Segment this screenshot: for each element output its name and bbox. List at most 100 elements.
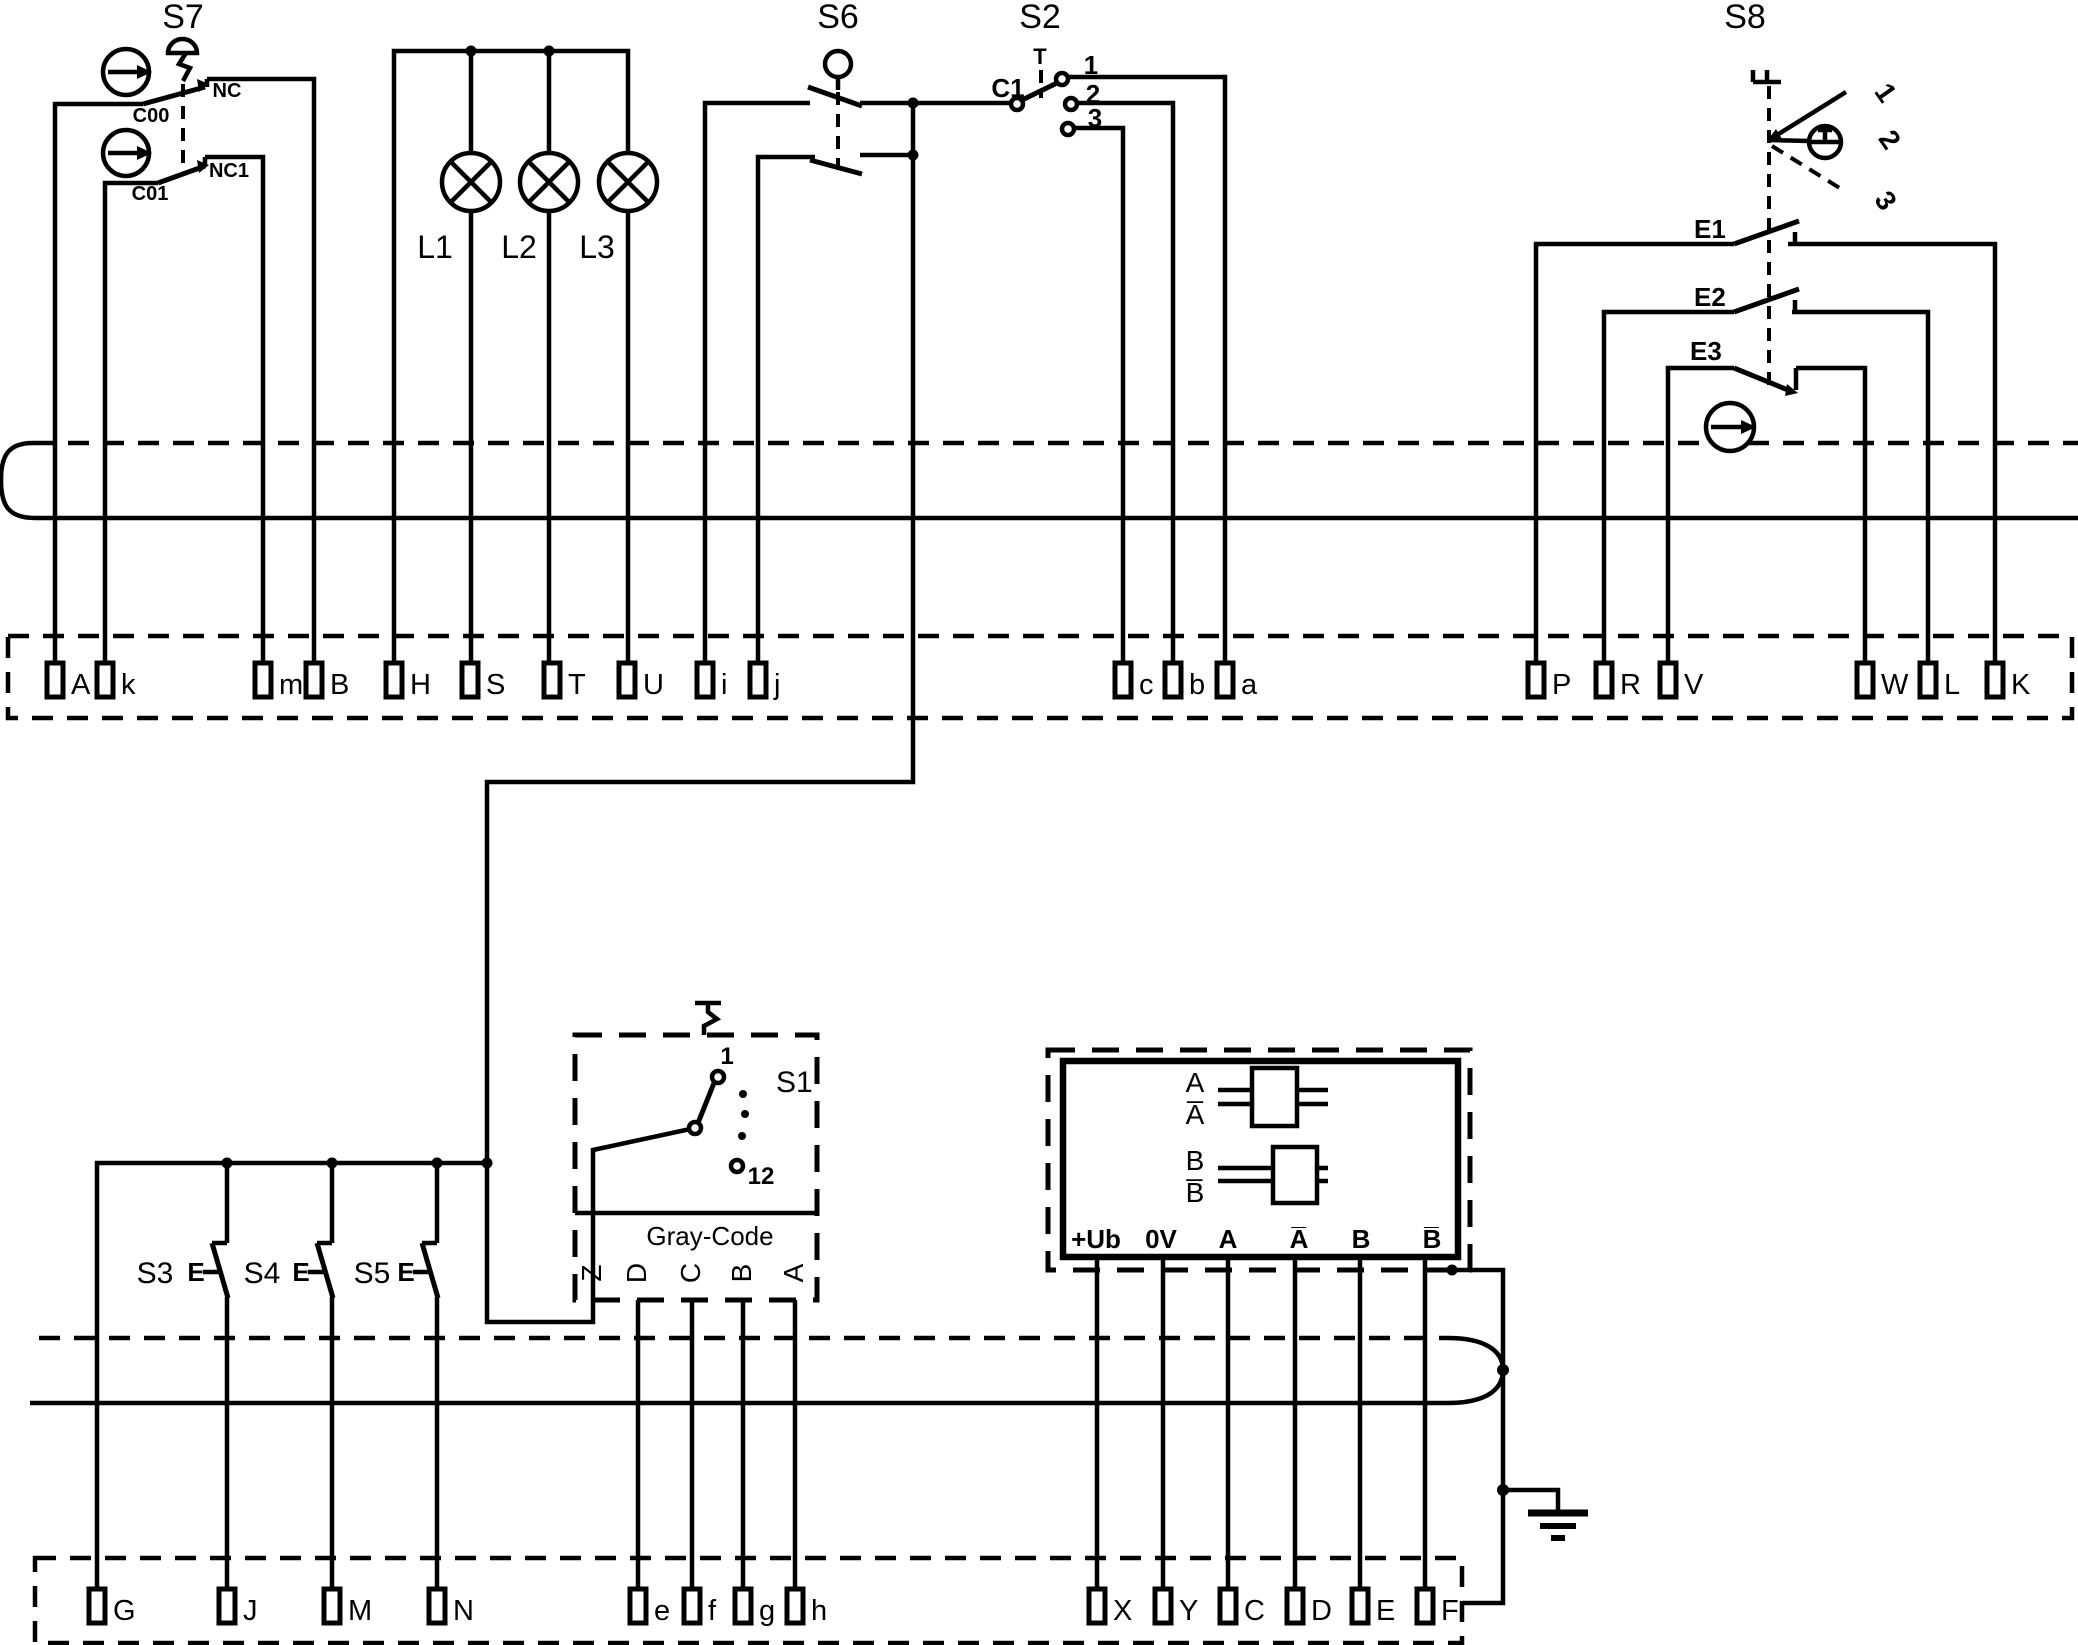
s1-label: S1 [776,1066,813,1099]
switch-s1-graycode[interactable]: 1 12 S1 Gray-Code Z D C B A [572,1000,820,1589]
s1-wiper-pivot [686,1119,704,1137]
pin-b-label: B [1352,1224,1371,1254]
mushroom-head-icon [165,36,200,56]
lamp-wires [391,48,631,663]
svg-text:A: A [71,669,91,701]
s4-label: S4 [244,1257,281,1290]
svg-text:a: a [1241,669,1258,701]
svg-text:e: e [654,1595,670,1627]
s7-contact2-fixed-label: NC1 [209,160,249,182]
svg-text:b: b [1189,669,1205,701]
svg-text:k: k [121,669,136,701]
graycode-pin-c: C [675,1263,706,1283]
svg-text:V: V [1684,669,1704,701]
s2-position-wires [1068,74,1228,663]
terminal-top-K: K [1984,660,2031,701]
s7-contact1-moving-label: C00 [133,105,170,127]
switch-s2[interactable]: S2 C1 T 1 2 3 [991,0,1228,663]
switch-s3[interactable]: S3 E [137,1163,231,1589]
terminal-top-S: S [459,660,505,701]
junction-dot [1446,1264,1458,1276]
s6-contact2-blade [809,157,863,177]
s8-e3-blade [1733,365,1794,395]
svg-text:j: j [773,669,780,701]
switch-s6[interactable]: S6 [702,0,1011,663]
terminal-bottom-e: e [627,1586,670,1627]
lamp-group: L1 L2 L3 [391,45,660,663]
s8-e2-label: E2 [1694,282,1726,312]
lamp-l3: L3 [579,150,660,265]
logic-solid-box [1059,1057,1462,1261]
junction-wire-s6-to-s1 [484,103,916,1325]
switch-s8[interactable]: S8 1 2 3 E1 E2 E3 [1533,0,1998,663]
s7-contact1-blade [142,84,206,107]
pin-0v-label: 0V [1145,1224,1177,1254]
bus-wire [94,1160,487,1589]
logic-pin-wires [1094,1257,1428,1589]
s7-contact1-fixed-label: NC [213,80,242,102]
s8-pos2-label: 2 [1873,124,1907,155]
lamp-cross [448,159,494,205]
terminal-top-H: H [383,660,431,701]
switch-s5[interactable]: S5 E [354,1163,441,1589]
s8-e3-leads [1665,365,1868,663]
s8-e3-blade-arrow [1785,384,1798,396]
pushbutton-bus [94,1157,493,1589]
s3-leads [203,1163,230,1589]
logic-block: A A̅ B B̅ +Ub 0V A A̅ B B̅ [1045,1047,1473,1589]
s5-label: S5 [354,1257,391,1290]
terminal-strip-top: A k m B H S T U i j c b a P R V W L K [5,633,2075,721]
svg-text:h: h [811,1595,827,1627]
graycode-box [572,1032,820,1303]
s2-position3-contact [1059,120,1077,138]
terminal-top-U: U [616,660,664,701]
actuation-arrow-head [1741,420,1756,434]
ground-return-wire [1452,1267,1506,1606]
terminal-bottom-G: G [86,1586,136,1627]
s3-label: S3 [137,1257,174,1290]
s1-dot [739,1090,747,1098]
terminal-bottom-C: C [1217,1586,1265,1627]
s8-pos3-label: 3 [1869,185,1903,216]
terminal-strip-bottom-box [32,1555,1465,1645]
s8-label: S8 [1724,0,1766,36]
signal-b-label: B [1186,1145,1205,1176]
terminal-top-j: j [747,660,780,701]
s8-e2-leads [1601,300,1931,663]
terminal-top-R: R [1593,660,1641,701]
lamp-l1: L1 [417,150,503,265]
s4-leads [308,1163,335,1589]
s1-dot [738,1132,746,1140]
pin-a-label: A [1219,1224,1238,1254]
terminal-top-a: a [1214,660,1258,701]
s8-e1-leads [1533,232,1998,663]
ground-branch-wire [1503,1487,1561,1513]
svg-text:c: c [1139,669,1154,701]
signal-a-stubs [1218,1087,1328,1107]
s1-dot [741,1110,749,1118]
svg-text:M: M [348,1595,372,1627]
svg-text:Y: Y [1179,1595,1198,1627]
svg-text:U: U [643,669,664,701]
s2-pos2-label: 2 [1086,79,1100,109]
svg-text:S: S [486,669,505,701]
svg-text:g: g [759,1595,775,1627]
svg-text:E: E [1376,1595,1395,1627]
switch-s7[interactable]: S7 NC C00 NC1 C01 [52,0,317,663]
svg-text:m: m [279,669,303,701]
svg-text:T: T [568,669,586,701]
s3-push-actuator: E [187,1257,204,1287]
s2-pos3-label: 3 [1088,103,1102,133]
cable-bottom-hairpin-loop [1447,1335,1506,1406]
pin-ub-label: +Ub [1071,1224,1121,1254]
switch-s4[interactable]: S4 E [244,1163,336,1589]
svg-text:W: W [1881,669,1909,701]
s4-blade [314,1242,336,1299]
svg-text:P: P [1552,669,1571,701]
graycode-label: Gray-Code [646,1221,773,1251]
svg-text:L: L [1944,669,1960,701]
graycode-pin-z: Z [576,1264,607,1281]
s4-push-actuator: E [292,1257,309,1287]
s5-leads [413,1163,440,1589]
